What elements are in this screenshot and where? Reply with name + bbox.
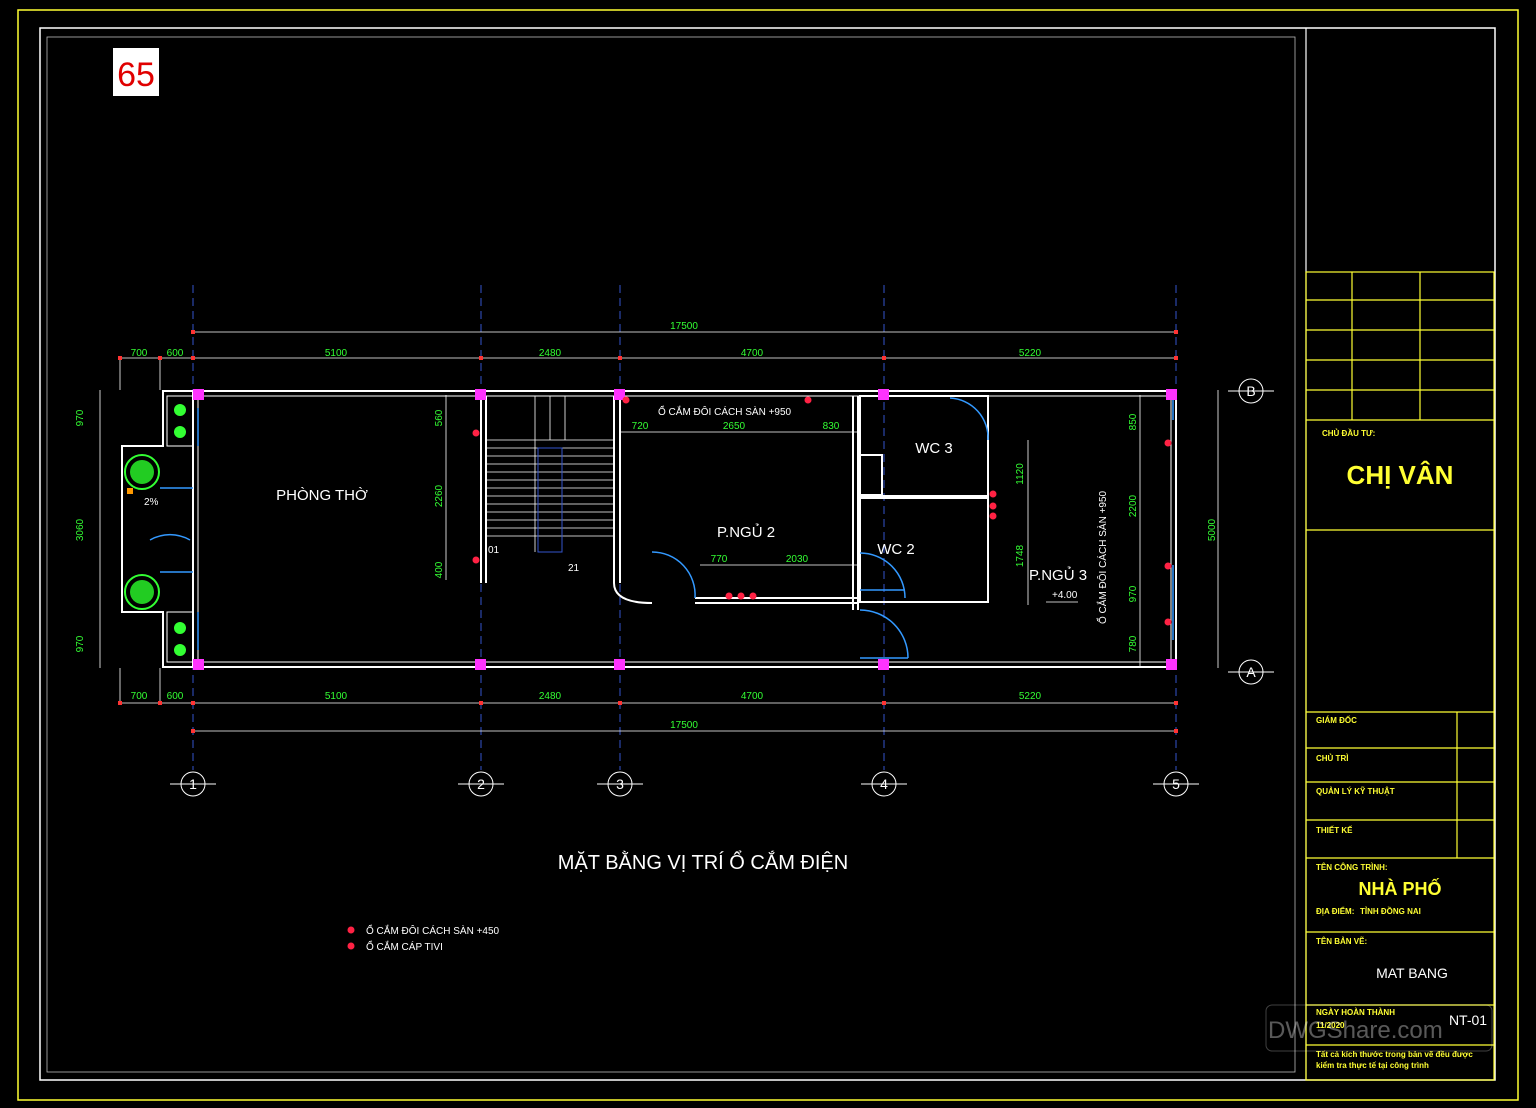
stair-end: 21: [568, 563, 580, 574]
dim-bot-5: 4700: [741, 691, 764, 702]
grid-label-B: B: [1246, 383, 1255, 399]
dim-p2-3: 830: [823, 421, 840, 432]
dim-right: 5000: [1207, 518, 1218, 541]
grid-label-1: 1: [189, 776, 197, 792]
dim-p2-4: 770: [711, 554, 728, 565]
grid-label-5: 5: [1172, 776, 1180, 792]
tb-footnote-2: kiểm tra thực tế tại công trình: [1316, 1061, 1429, 1070]
walls: [121, 390, 1177, 668]
tb-chu-dau-tu-label: CHỦ ĐẦU TƯ:: [1322, 428, 1375, 438]
tb-giam-doc: GIÁM ĐỐC: [1316, 715, 1357, 725]
dim-top-4: 2480: [539, 348, 562, 359]
double-socket-icon: [347, 926, 355, 934]
dim-stair-3: 400: [434, 561, 445, 578]
tv-socket-icon: [347, 942, 355, 950]
tb-quan-ly: QUẢN LÝ KỸ THUẬT: [1316, 787, 1395, 796]
legend-item-2: Ổ CẮM CÁP TIVI: [366, 940, 443, 953]
socket-markers: [472, 396, 1172, 626]
grid-label-3: 3: [616, 776, 624, 792]
tb-chu-dau-tu: CHỊ VÂN: [1347, 460, 1454, 490]
dim-wc-2: 1748: [1015, 544, 1026, 567]
grid-lines: [192, 285, 1177, 770]
dim-total-top: 17500: [670, 321, 698, 332]
dim-bot-3: 5100: [325, 691, 348, 702]
tb-thiet-ke: THIẾT KẾ: [1316, 825, 1353, 835]
dim-bot-2: 600: [167, 691, 184, 702]
dim-inner-right-4: 780: [1128, 635, 1139, 652]
dim-inner-right-2: 2200: [1128, 494, 1139, 517]
legend: Ổ CẮM ĐÔI CÁCH SÀN +450 Ổ CẮM CÁP TIVI: [347, 924, 500, 953]
tb-dia-diem: TỈNH ĐỒNG NAI: [1360, 906, 1421, 916]
dim-stair-2: 2260: [434, 484, 445, 507]
level-label: +4.00: [1052, 590, 1078, 601]
dim-total-bottom: 17500: [670, 720, 698, 731]
dim-wc-1: 1120: [1015, 463, 1026, 485]
outer-frame: [17, 9, 1519, 1101]
grid-label-2: 2: [477, 776, 485, 792]
dimension-lines: [99, 331, 1219, 732]
stair-handrail: [537, 447, 563, 553]
inner-frame: [39, 27, 1496, 1081]
watermark-box: [1265, 1004, 1493, 1052]
tb-sheet-code: NT-01: [1449, 1012, 1487, 1028]
tb-ngay: 11/2020: [1316, 1021, 1345, 1030]
watermark: DWGShare.com: [1268, 1017, 1443, 1044]
tb-ten-cong-trinh-label: TÊN CÔNG TRÌNH:: [1316, 863, 1388, 872]
sheet-number-badge: [113, 48, 159, 96]
dim-top-5: 4700: [741, 348, 764, 359]
planters: [124, 395, 194, 663]
drawing-title: MẶT BẰNG VỊ TRÍ Ổ CẮM ĐIỆN: [558, 850, 848, 874]
tb-chu-tri: CHỦ TRÌ: [1316, 754, 1348, 763]
sheet-number: 65: [117, 56, 155, 94]
tb-ten-cong-trinh: NHÀ PHỐ: [1358, 878, 1441, 899]
dim-p2-5: 2030: [786, 554, 809, 565]
dim-left-1: 970: [75, 409, 86, 426]
tb-dia-diem-label: ĐỊA ĐIỂM:: [1316, 907, 1354, 916]
dim-bot-1: 700: [131, 691, 148, 702]
room-pngu3: P.NGỦ 3: [1029, 566, 1087, 584]
dim-top-6: 5220: [1019, 348, 1042, 359]
tb-ten-ban-ve-label: TÊN BẢN VẼ:: [1316, 937, 1367, 946]
dim-top-2: 600: [167, 348, 184, 359]
socket-top-note: Ổ CẮM ĐÔI CÁCH SÀN +950: [658, 405, 792, 418]
dim-p2-1: 720: [632, 421, 649, 432]
dim-bot-4: 2480: [539, 691, 562, 702]
doors-windows: [149, 396, 1174, 659]
dim-inner-right-1: 850: [1128, 413, 1139, 430]
room-wc3: WC 3: [915, 440, 953, 457]
slope-label: 2%: [144, 497, 159, 508]
grid-bubbles: [170, 378, 1274, 797]
dimension-ticks: [118, 330, 1178, 733]
dim-bot-6: 5220: [1019, 691, 1042, 702]
dim-top-1: 700: [131, 348, 148, 359]
dim-stair-1: 560: [434, 409, 445, 426]
legend-item-1: Ổ CẮM ĐÔI CÁCH SÀN +450: [366, 924, 500, 937]
dim-p2-2: 2650: [723, 421, 746, 432]
columns: [193, 389, 1177, 670]
stairs: [486, 396, 614, 552]
grid-label-4: 4: [880, 776, 888, 792]
tb-footnote-1: Tất cả kích thước trong bản vẽ đều được: [1316, 1050, 1473, 1059]
dim-left-2: 3060: [75, 518, 86, 541]
dim-left-3: 970: [75, 635, 86, 652]
dim-inner-right-3: 970: [1128, 585, 1139, 602]
tb-ten-ban-ve: MAT BANG: [1376, 965, 1448, 981]
tb-ngay-label: NGÀY HOÀN THÀNH: [1316, 1008, 1395, 1017]
dim-top-3: 5100: [325, 348, 348, 359]
grid-label-A: A: [1246, 664, 1256, 680]
room-phong-tho: PHÒNG THỜ: [276, 487, 368, 504]
title-block-lines: [1305, 271, 1495, 1081]
room-pngu2: P.NGỦ 2: [717, 523, 775, 541]
stair-start: 01: [488, 545, 500, 556]
drawing-frame: [46, 36, 1296, 1073]
room-wc2: WC 2: [877, 541, 915, 558]
socket-vertical-note: Ổ CẮM ĐÔI CÁCH SÀN +950: [1096, 490, 1109, 624]
